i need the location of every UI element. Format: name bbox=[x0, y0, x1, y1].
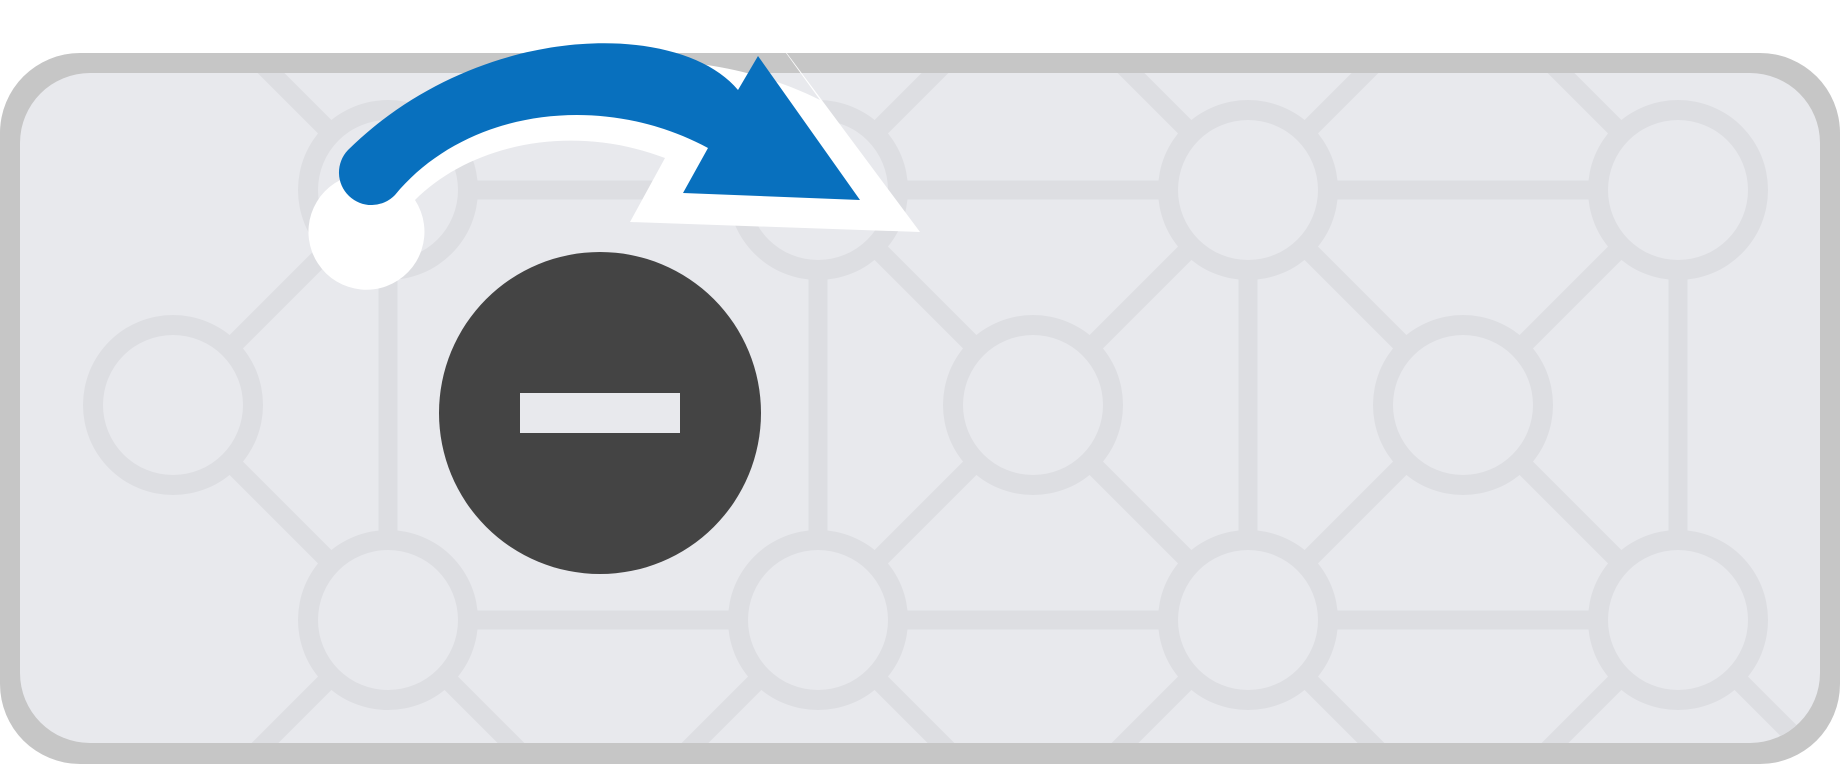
mesh-node-center bbox=[1608, 120, 1748, 260]
mesh-node-center bbox=[103, 335, 243, 475]
panel-background bbox=[20, 73, 1820, 743]
curved-arrow-fill bbox=[338, 43, 860, 206]
mesh-node-center bbox=[963, 335, 1103, 475]
mesh-node-center bbox=[318, 550, 458, 690]
mesh-node-center bbox=[1608, 550, 1748, 690]
network-mesh-icon bbox=[83, 73, 1820, 743]
mesh-node-center bbox=[1178, 550, 1318, 690]
mesh-node-center bbox=[748, 550, 888, 690]
curved-arrow-icon bbox=[308, 17, 920, 290]
mesh-node-center bbox=[1178, 120, 1318, 260]
minus-bar bbox=[520, 393, 680, 433]
mesh-node-center bbox=[1393, 335, 1533, 475]
minus-circle-icon bbox=[439, 252, 761, 574]
